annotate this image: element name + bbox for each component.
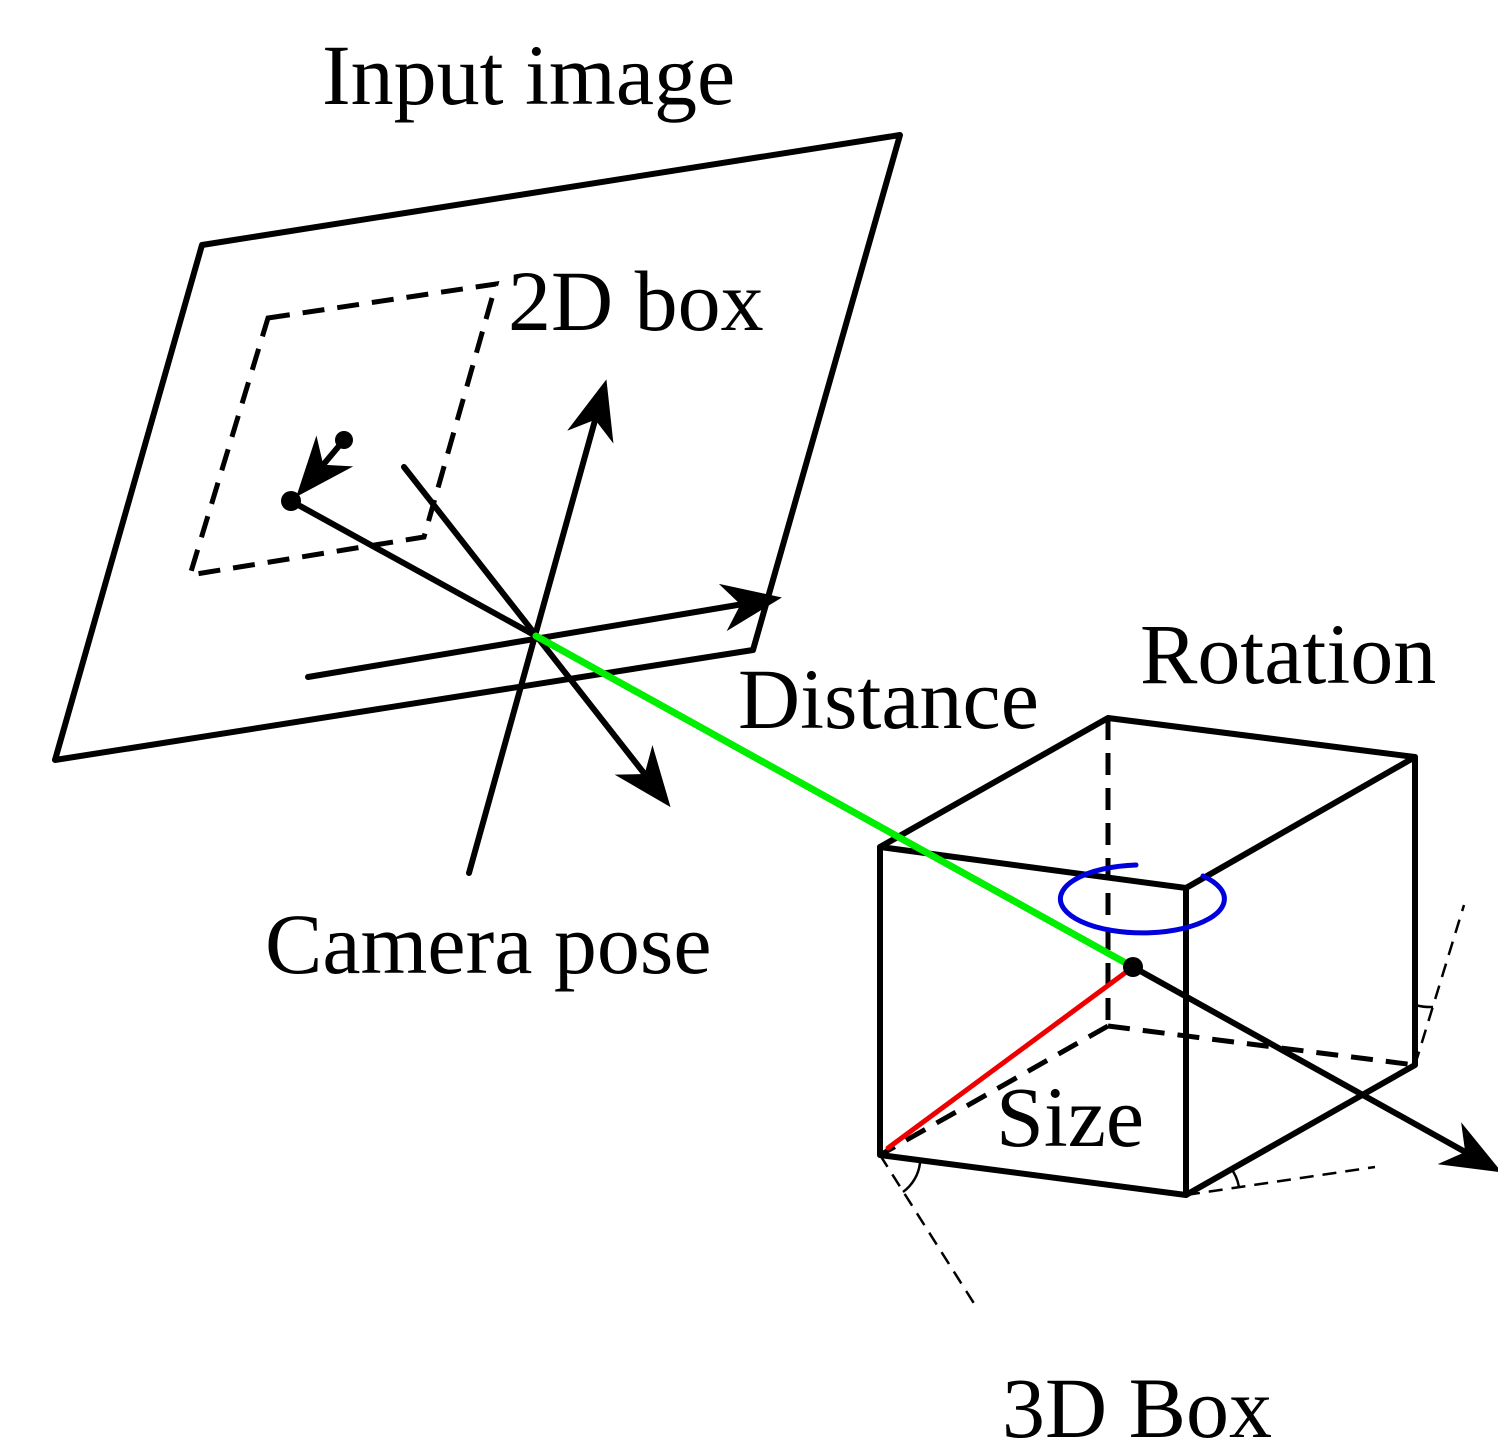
camera-axis-up [466,379,614,876]
angle-reference-bottom [1185,1165,1376,1197]
distance-line [532,632,1137,971]
box-3d-top-face [877,715,1418,891]
angle-arc-left [902,1162,922,1194]
box-3d-hidden-edge-left [878,1023,1110,1158]
label-3d-box: 3D Box [1002,1360,1272,1450]
label-input-image: Input image [322,27,735,123]
box-3d-hidden-edge-right [1107,1023,1416,1068]
box-2d-outline [186,280,500,579]
projection-ray [288,498,539,639]
box-3d-center-dot [1123,957,1143,977]
object-axis-arrow [1130,964,1498,1173]
size-line [885,964,1136,1151]
label-rotation: Rotation [1140,606,1436,702]
box-2d-offset-start-dot [335,431,353,449]
image-plane [52,132,903,763]
angle-reference-right [1413,904,1466,1066]
box-2d-offset-arrow [296,435,354,497]
label-size: Size [996,1069,1144,1165]
angle-reference-left [878,1154,977,1306]
label-camera-pose: Camera pose [265,896,712,992]
angle-arc-right [1414,1003,1434,1009]
label-distance: Distance [738,651,1039,747]
rotation-ellipse [1057,862,1227,936]
label-2d-box: 2D box [508,253,764,349]
angle-arc-bottom [1228,1166,1241,1188]
